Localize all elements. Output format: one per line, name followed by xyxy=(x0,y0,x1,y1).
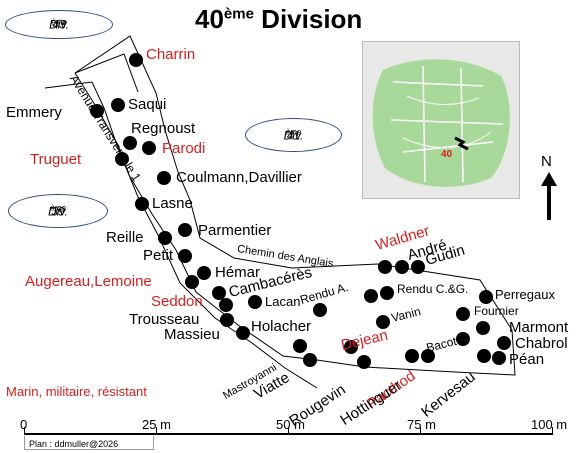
grave-dot-pacthod xyxy=(421,349,435,363)
grave-dot-augereau xyxy=(185,275,199,289)
grave-label-augereau: Augereau,Lemoine xyxy=(25,273,152,290)
grave-label-hemar: Hémar xyxy=(215,264,261,281)
north-arrow-icon xyxy=(541,172,557,220)
scale-label-25: 25 m xyxy=(142,417,171,432)
scale-label-50: 50 m xyxy=(276,417,305,432)
grave-dot-fournier xyxy=(456,307,470,321)
grave-dot-hottinguer xyxy=(405,349,419,363)
grave-dot-chabrol xyxy=(497,336,511,350)
grave-label-marmont: Marmont xyxy=(509,319,569,336)
grave-dot-saqui xyxy=(111,98,125,112)
grave-label-emmery: Emmery xyxy=(6,104,62,121)
grave-dot-lacan xyxy=(248,295,262,309)
grave-dot-regnoust xyxy=(123,136,137,150)
credit-frame xyxy=(24,436,154,450)
title-sup: ème xyxy=(223,5,254,23)
grave-dot-lasne xyxy=(135,197,149,211)
grave-dot-parmentier xyxy=(178,223,192,237)
credit-text: Plan : ddmuller@2026 xyxy=(29,439,119,449)
grave-dot-waldner xyxy=(378,260,392,274)
grave-dot-mastroyanni xyxy=(293,339,307,353)
grave-dot-rendu-cg xyxy=(380,286,394,300)
grave-dot-vanin xyxy=(376,315,390,329)
grave-dot-holacher xyxy=(313,303,327,317)
grave-dot-hemar xyxy=(197,266,211,280)
grave-label-regnoust: Regnoust xyxy=(131,120,196,137)
grave-dot-pean-a xyxy=(477,349,491,363)
scale-tick-100 xyxy=(552,427,553,435)
grave-label-seddon: Seddon xyxy=(151,293,203,310)
title-number: 40 xyxy=(195,4,224,34)
grave-dot-gudin xyxy=(411,260,425,274)
grave-dot-dejean xyxy=(344,340,358,354)
grave-dot-truguet xyxy=(115,152,129,166)
grave-label-rendu-cg: Rendu C.&G. xyxy=(397,282,469,296)
grave-label-lacan: Lacan xyxy=(265,294,301,309)
grave-label-holacher: Holacher xyxy=(251,318,312,335)
grave-label-trousseau: Trousseau xyxy=(129,311,200,328)
grave-dot-marmont xyxy=(476,321,490,335)
grave-dot-rougevin xyxy=(357,355,371,369)
grave-label-fournier: Fournier xyxy=(474,304,519,318)
inset-division-label: 40 xyxy=(441,149,453,160)
grave-label-lasne: Lasne xyxy=(152,195,193,212)
scale-tick-0 xyxy=(24,427,25,435)
grave-dot-massieu xyxy=(236,326,250,340)
scale-tick-50 xyxy=(288,427,289,435)
grave-label-perregaux: Perregaux xyxy=(495,287,555,302)
grave-dot-trousseau xyxy=(220,313,234,327)
scale-label-0: 0 xyxy=(20,417,28,432)
scale-label-100: 100 m xyxy=(531,417,568,432)
grave-label-saqui: Saqui xyxy=(128,96,167,113)
grave-label-reille: Reille xyxy=(106,229,144,246)
page-title: 40ème Division xyxy=(195,4,362,35)
scale-tick-75 xyxy=(420,427,421,435)
grave-dot-charrin xyxy=(129,53,143,67)
grave-dot-emmery xyxy=(90,104,104,118)
grave-label-charrin: Charrin xyxy=(146,46,196,63)
grave-label-massieu: Massieu xyxy=(164,326,220,343)
grave-dot-reille xyxy=(158,231,172,245)
grave-label-parodi: Parodi xyxy=(162,140,206,157)
grave-dot-petit xyxy=(178,249,192,263)
grave-dot-pean-b xyxy=(492,351,506,365)
legend-text: Marin, militaire, résistant xyxy=(6,384,147,399)
title-rest: Division xyxy=(253,4,363,34)
locator-map-inset: 40 xyxy=(362,41,520,199)
grave-label-chabrol: Chabrol xyxy=(515,335,568,352)
grave-label-parmentier: Parmentier xyxy=(198,222,272,239)
grave-dot-rendu-a xyxy=(364,289,378,303)
grave-dot-cambaceres xyxy=(212,286,226,300)
grave-dot-perregaux xyxy=(479,290,493,304)
grave-dot-bacot xyxy=(456,332,470,346)
grave-dot-coulmann xyxy=(157,171,171,185)
grave-label-coulmann: Coulmann,Davillier xyxy=(176,169,302,186)
grave-label-petit: Petit xyxy=(143,247,174,264)
grave-dot-parodi xyxy=(142,141,156,155)
grave-dot-andre xyxy=(395,260,409,274)
north-label: N xyxy=(541,153,552,170)
grave-dot-seddon xyxy=(219,298,233,312)
grave-label-truguet: Truguet xyxy=(30,151,82,168)
scale-label-75: 75 m xyxy=(407,417,436,432)
scale-tick-25 xyxy=(156,427,157,435)
grave-label-pean: Péan xyxy=(509,351,545,368)
grave-dot-viatte xyxy=(303,353,317,367)
